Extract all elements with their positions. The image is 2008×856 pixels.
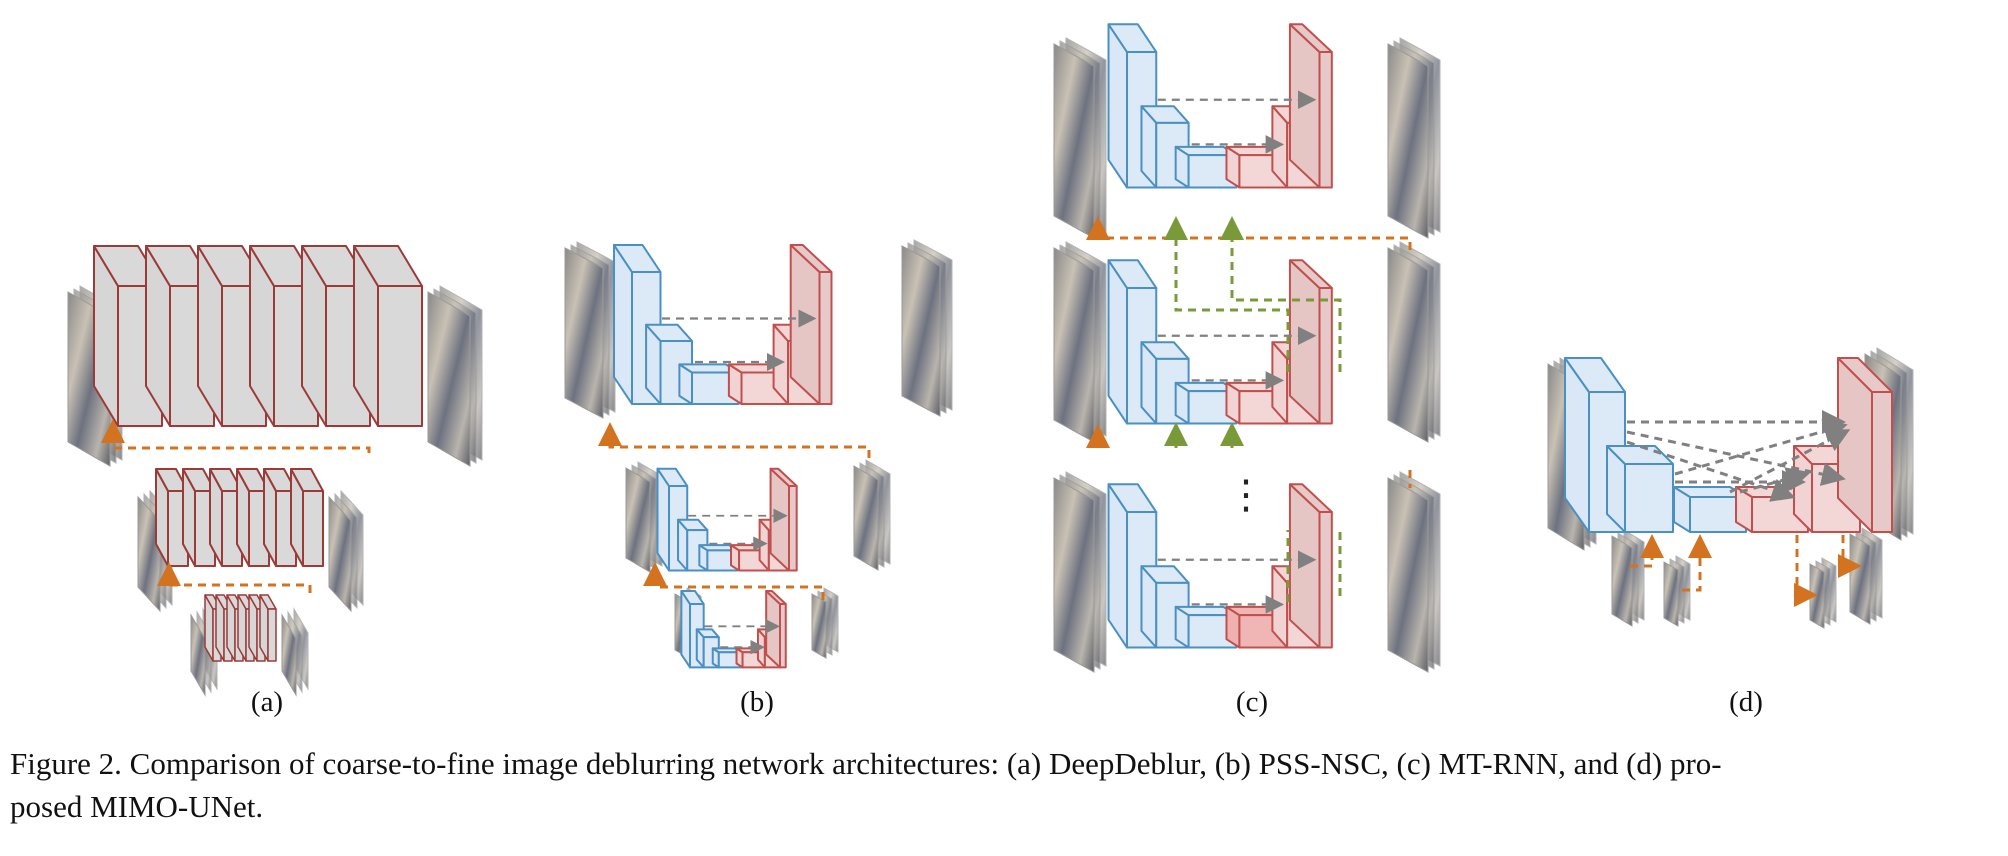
b-l-input-image (564, 241, 616, 419)
a-s-resblock-5-front (267, 608, 277, 662)
c-rec-1 (1164, 216, 1290, 372)
panel-b-label: (b) (740, 686, 774, 718)
c-top-output-image (1387, 37, 1441, 239)
ellipsis-mark: ⋮ (1226, 472, 1266, 518)
d-enc-2 (1606, 445, 1674, 533)
a-m-resblock-3 (236, 468, 270, 567)
d-input-image-mid-layer-0 (1611, 535, 1633, 627)
panel-d-label: (d) (1729, 686, 1763, 718)
b-s-dec-1 (765, 590, 787, 669)
a-arrow-m-to-l (101, 419, 371, 453)
architecture-diagram: ⋮ (67, 23, 1914, 697)
c-rec-2 (1220, 216, 1342, 372)
network-blocks (93, 23, 1893, 669)
b-s-output-image (811, 587, 839, 659)
d-dec-1 (1837, 357, 1893, 533)
c-top-input-image (1053, 37, 1107, 239)
d-input-image-small-layer-0 (1663, 561, 1679, 627)
a-l-resblock-5-front (377, 285, 423, 427)
d-skip-4 (1674, 419, 1848, 476)
d-in-small (1682, 534, 1712, 592)
panel-a-label: (a) (250, 686, 284, 718)
c-mid-input-image-layer-0 (1053, 247, 1095, 443)
b-s-dec-1-front (779, 603, 787, 669)
a-m-input-image-layer-0 (137, 495, 161, 613)
a-s-output-image (281, 607, 309, 697)
a-l-output-image (427, 285, 483, 467)
c-mid-output-image (1387, 241, 1441, 443)
panel-c-label: (c) (1235, 686, 1269, 718)
d-output-image-small (1809, 557, 1837, 629)
c-top-enc-2 (1140, 105, 1190, 189)
c-bot-dec-1-front (1318, 511, 1333, 649)
c-mid-output-image-layer-0 (1387, 247, 1429, 443)
b-m-enc-3 (698, 544, 739, 572)
c-top-dec-1 (1288, 23, 1333, 189)
b-l-output-image-layer-0 (901, 245, 941, 417)
b-m-enc-2 (677, 518, 709, 572)
c-arrow-mid-to-top (1086, 216, 1412, 250)
d-output-image-small-layer-0 (1809, 563, 1825, 629)
b-l-input-image-layer-0 (564, 247, 604, 419)
a-m-output-image-layer-0 (328, 495, 352, 613)
b-l-dec-1-front (818, 271, 833, 405)
b-l-output-image (901, 239, 953, 417)
b-m-dec-1-front (788, 485, 798, 572)
c-top-dec-1-front (1318, 51, 1333, 189)
c-bot-output-image-layer-0 (1387, 477, 1429, 673)
c-bot-input-image-layer-0 (1053, 477, 1095, 673)
b-m-output-image-layer-0 (853, 465, 879, 571)
b-l-enc-2 (645, 323, 693, 405)
d-output-image-mid-layer-0 (1849, 533, 1871, 625)
c-mid-dec-1-front (1318, 287, 1333, 425)
d-enc-2-front (1624, 463, 1674, 533)
a-s-output-image-layer-0 (281, 613, 297, 697)
c-top-input-image-layer-0 (1053, 43, 1095, 239)
b-arrow-m-to-l (598, 422, 871, 458)
d-dec-1-front (1871, 391, 1893, 533)
blurry-input-image-stacks (67, 37, 1914, 697)
d-input-image-small (1663, 555, 1691, 627)
b-arrow-s-to-m (643, 562, 825, 600)
c-top-output-image-layer-0 (1387, 43, 1429, 239)
a-m-resblock-4 (263, 468, 297, 567)
a-m-output-image (328, 489, 364, 613)
b-l-dec-1 (789, 244, 833, 405)
d-skip-7 (1739, 467, 1811, 494)
d-input-image-mid (1611, 529, 1645, 627)
b-m-input-image-layer-0 (625, 467, 651, 573)
caption-line-1: Figure 2. Comparison of coarse-to-fine i… (10, 746, 1722, 781)
a-l-output-image-layer-0 (427, 291, 471, 467)
c-bot-output-image (1387, 471, 1441, 673)
d-skip-3 (1626, 440, 1796, 502)
a-arrow-s-to-m (157, 562, 312, 593)
a-m-resblock-5-front (302, 490, 324, 567)
a-l-resblock-5 (353, 245, 423, 427)
d-enc-3 (1673, 486, 1747, 533)
a-m-resblock-0 (155, 468, 189, 567)
a-s-resblock-5 (259, 594, 277, 662)
b-m-output-image (853, 459, 891, 571)
d-output-image-mid (1849, 527, 1883, 625)
c-bot-dec-1 (1288, 483, 1333, 649)
d-in-mid (1630, 534, 1664, 568)
c-bot-input-image (1053, 471, 1107, 673)
d-out-mid (1838, 535, 1862, 578)
a-m-resblock-5 (290, 468, 324, 567)
c-mid-input-image (1053, 241, 1107, 443)
d-out-small (1794, 535, 1818, 607)
b-m-input-image (625, 461, 663, 573)
c-mid-dec-1 (1288, 259, 1333, 425)
connection-arrows (101, 90, 1862, 655)
a-s-input-image-layer-0 (190, 613, 206, 697)
figure-caption: Figure 2. Comparison of coarse-to-fine i… (10, 742, 2000, 828)
d-skip-6 (1729, 429, 1851, 494)
caption-line-2: posed MIMO-UNet. (10, 789, 264, 824)
b-m-dec-1 (769, 467, 798, 572)
b-s-output-image-layer-0 (811, 593, 827, 659)
